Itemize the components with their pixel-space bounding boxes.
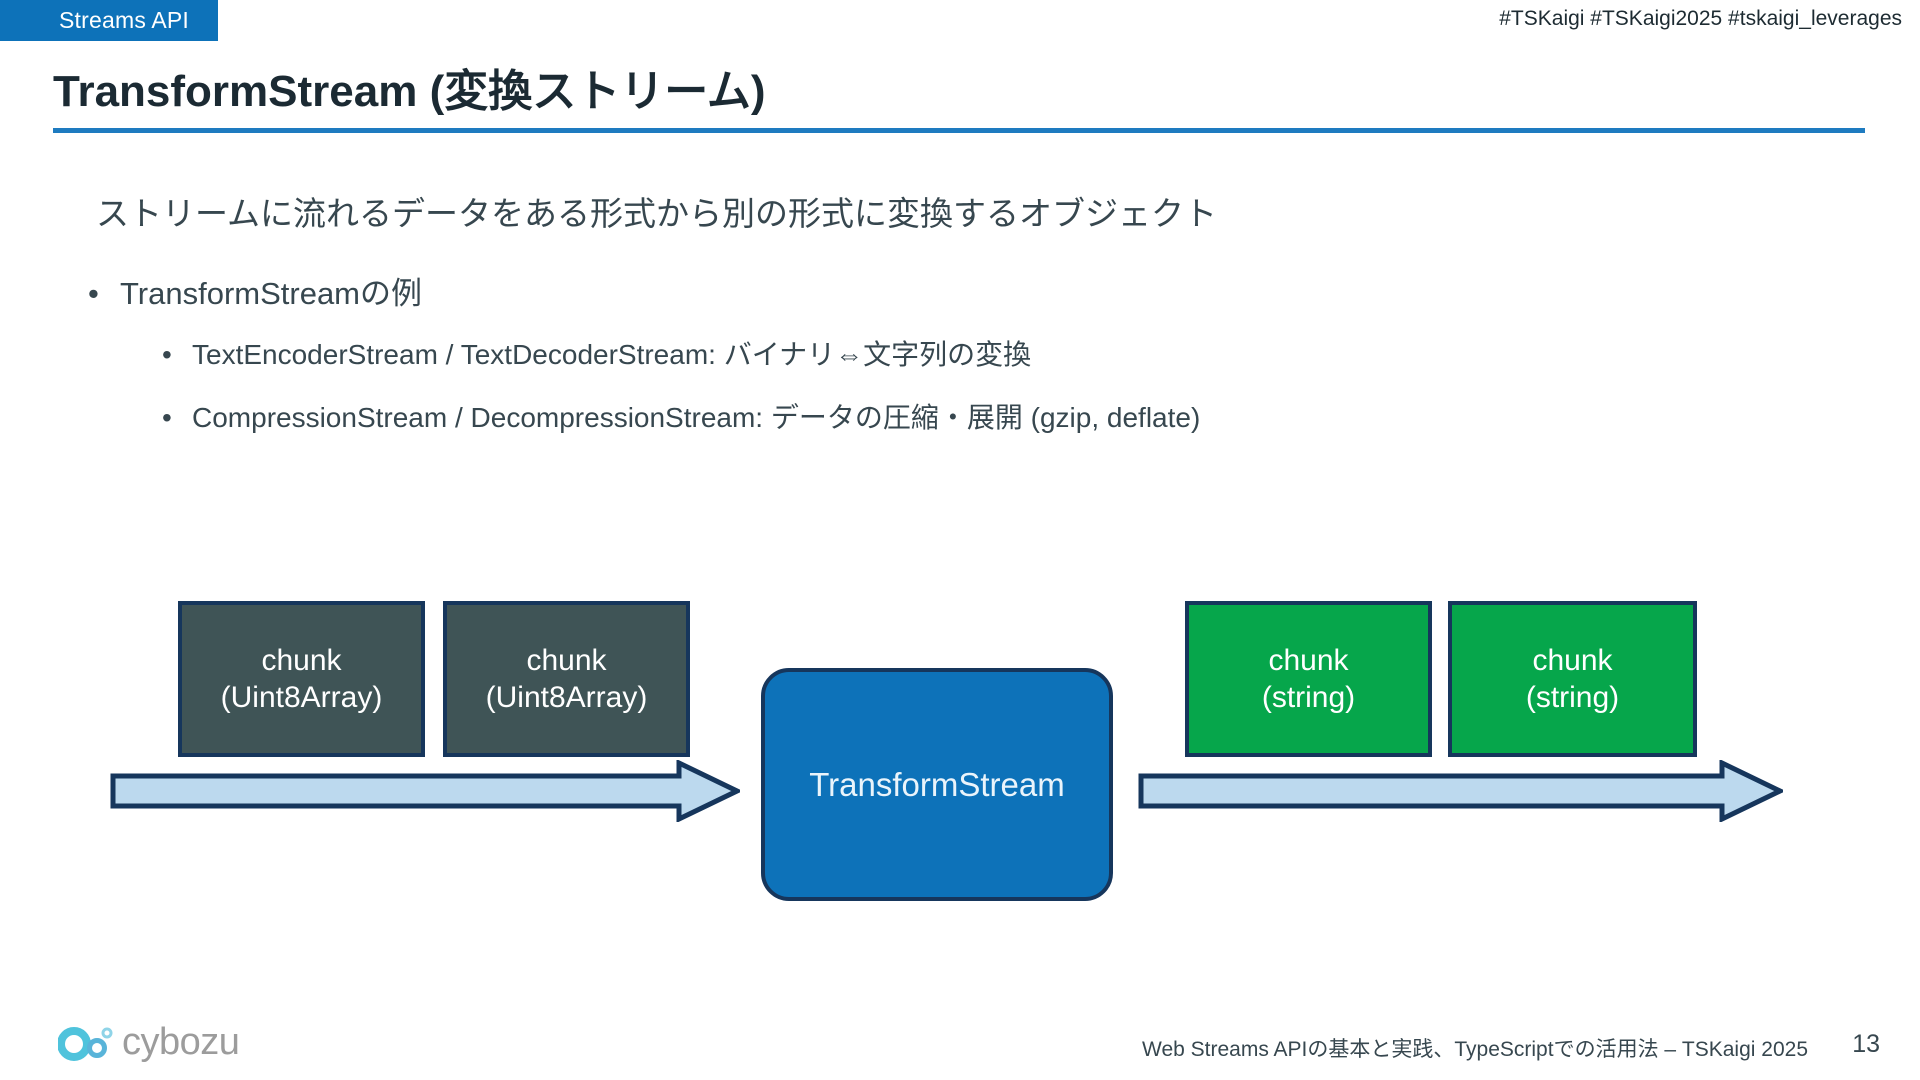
bullet-level1-label: TransformStreamの例 <box>120 276 423 311</box>
page-title: TransformStream (変換ストリーム) <box>53 67 766 116</box>
bullet-dot-icon: • <box>88 276 99 311</box>
title-underline-rule <box>53 128 1865 133</box>
lead-paragraph: ストリームに流れるデータをある形式から別の形式に変換するオブジェクト <box>96 195 1218 232</box>
input-chunk-box: chunk (Uint8Array) <box>178 601 425 757</box>
input-chunk-title: chunk <box>261 643 342 677</box>
cybozu-mark-icon <box>58 1026 113 1061</box>
page-number: 13 <box>1852 1030 1880 1058</box>
output-chunk-title: chunk <box>1532 643 1613 677</box>
transform-stream-node: TransformStream <box>761 668 1113 901</box>
input-chunk-box: chunk (Uint8Array) <box>443 601 690 757</box>
output-chunk-box: chunk (string) <box>1185 601 1432 757</box>
bullet-dot-icon: • <box>162 402 172 433</box>
output-chunk-box: chunk (string) <box>1448 601 1697 757</box>
section-tag: Streams API <box>0 0 218 41</box>
input-chunk-title: chunk <box>526 643 607 677</box>
output-chunk-type: (string) <box>1525 681 1620 714</box>
transform-stream-label: TransformStream <box>809 765 1065 803</box>
bullet-level2: • TextEncoderStream / TextDecoderStream: … <box>162 333 1031 373</box>
bullet-level1: • TransformStreamの例 <box>88 268 422 313</box>
bullet-level2-label: TextEncoderStream / TextDecoderStream: バ… <box>192 339 1032 370</box>
bullet-level2: • CompressionStream / DecompressionStream… <box>162 396 1200 436</box>
bullet-level2-label: CompressionStream / DecompressionStream:… <box>192 402 1201 433</box>
bullet-dot-icon: • <box>162 339 172 370</box>
cybozu-logo-text: cybozu <box>122 1021 240 1063</box>
output-flow-arrow-icon <box>1138 760 1783 822</box>
input-chunk-type: (Uint8Array) <box>485 681 648 714</box>
input-chunk-type: (Uint8Array) <box>220 681 383 714</box>
footer-note: Web Streams APIの基本と実践、TypeScriptでの活用法 – … <box>1142 1038 1808 1061</box>
output-chunk-title: chunk <box>1268 643 1349 677</box>
hashtags: #TSKaigi #TSKaigi2025 #tskaigi_leverages <box>1499 7 1902 30</box>
cybozu-logo: cybozu <box>58 1021 240 1064</box>
input-flow-arrow-icon <box>110 760 740 822</box>
output-chunk-type: (string) <box>1261 681 1356 714</box>
